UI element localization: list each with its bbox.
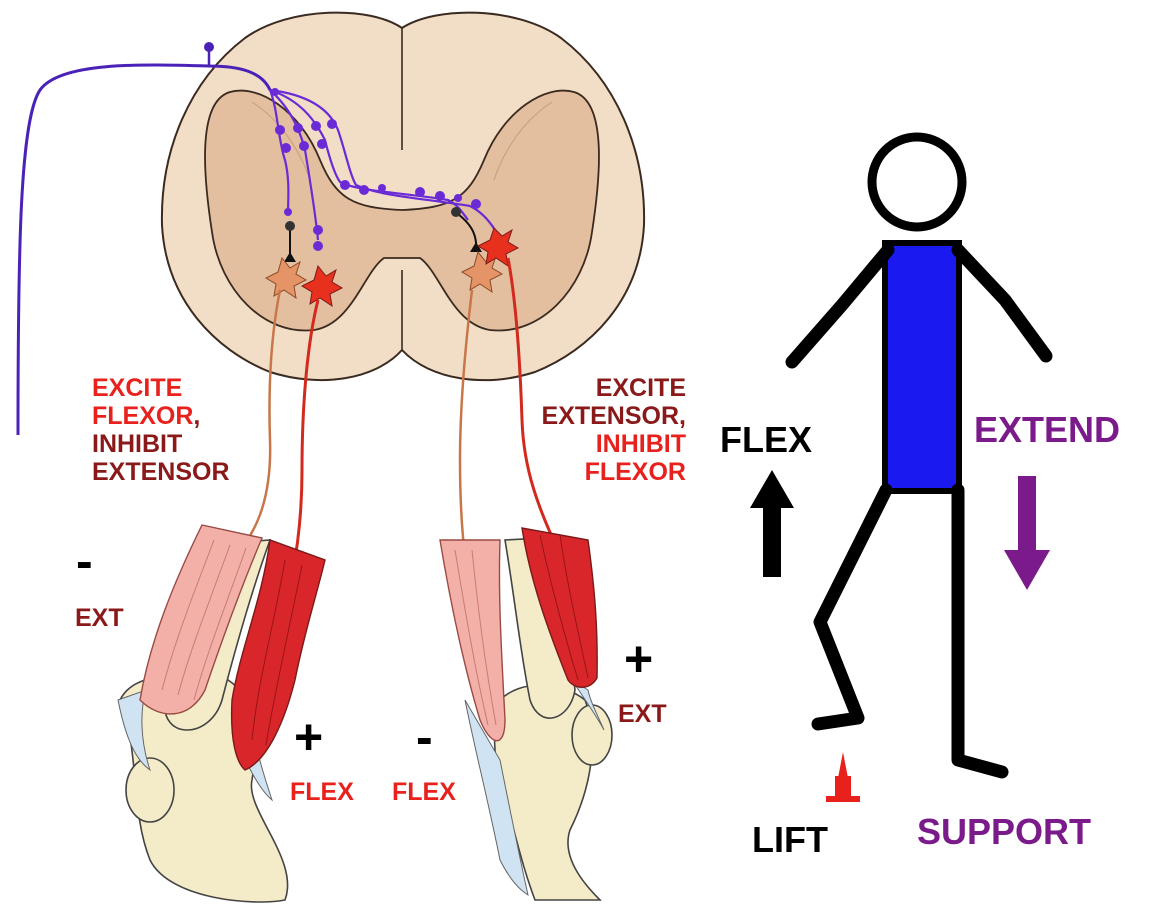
left-label-line2: FLEXOR,: [92, 402, 230, 430]
figure-flex-label: FLEX: [720, 420, 812, 460]
arrow-up-icon: [750, 470, 794, 577]
figure-head: [872, 137, 962, 227]
right-ext-label: EXT: [618, 700, 667, 728]
left-label-line3: INHIBIT: [92, 430, 230, 458]
left-label-comma: ,: [193, 402, 200, 430]
right-label-line1: EXCITE: [542, 374, 686, 402]
right-flex-label: FLEX: [392, 778, 456, 806]
tack-icon: [826, 752, 860, 802]
left-ext-sign: -: [76, 536, 93, 586]
figure-lift-label: LIFT: [752, 820, 828, 860]
right-reflex-label: EXCITE EXTENSOR, INHIBIT FLEXOR: [542, 374, 686, 486]
figure-support-label: SUPPORT: [917, 812, 1091, 852]
right-label-line3: INHIBIT: [542, 430, 686, 458]
right-flex-sign: -: [416, 712, 433, 762]
figure-left-leg: [818, 490, 886, 724]
left-label-line4: EXTENSOR: [92, 458, 230, 486]
figure-left-arm: [792, 250, 888, 362]
arrow-down-icon: [1004, 476, 1050, 590]
right-label-line4: FLEXOR: [542, 458, 686, 486]
left-label-flexor: FLEXOR: [92, 402, 193, 430]
left-label-line1: EXCITE: [92, 374, 230, 402]
right-ext-sign: +: [624, 634, 653, 684]
figure-right-leg: [958, 490, 1002, 772]
right-leg-illustration: [440, 528, 612, 900]
right-label-line2: EXTENSOR,: [542, 402, 686, 430]
left-flex-sign: +: [294, 712, 323, 762]
figure-extend-label: EXTEND: [974, 410, 1120, 450]
stick-figure: [792, 137, 1046, 772]
left-ext-label: EXT: [75, 604, 124, 632]
left-flex-label: FLEX: [290, 778, 354, 806]
figure-right-arm: [958, 250, 1046, 356]
left-reflex-label: EXCITE FLEXOR, INHIBIT EXTENSOR: [92, 374, 230, 486]
figure-torso: [885, 243, 959, 491]
